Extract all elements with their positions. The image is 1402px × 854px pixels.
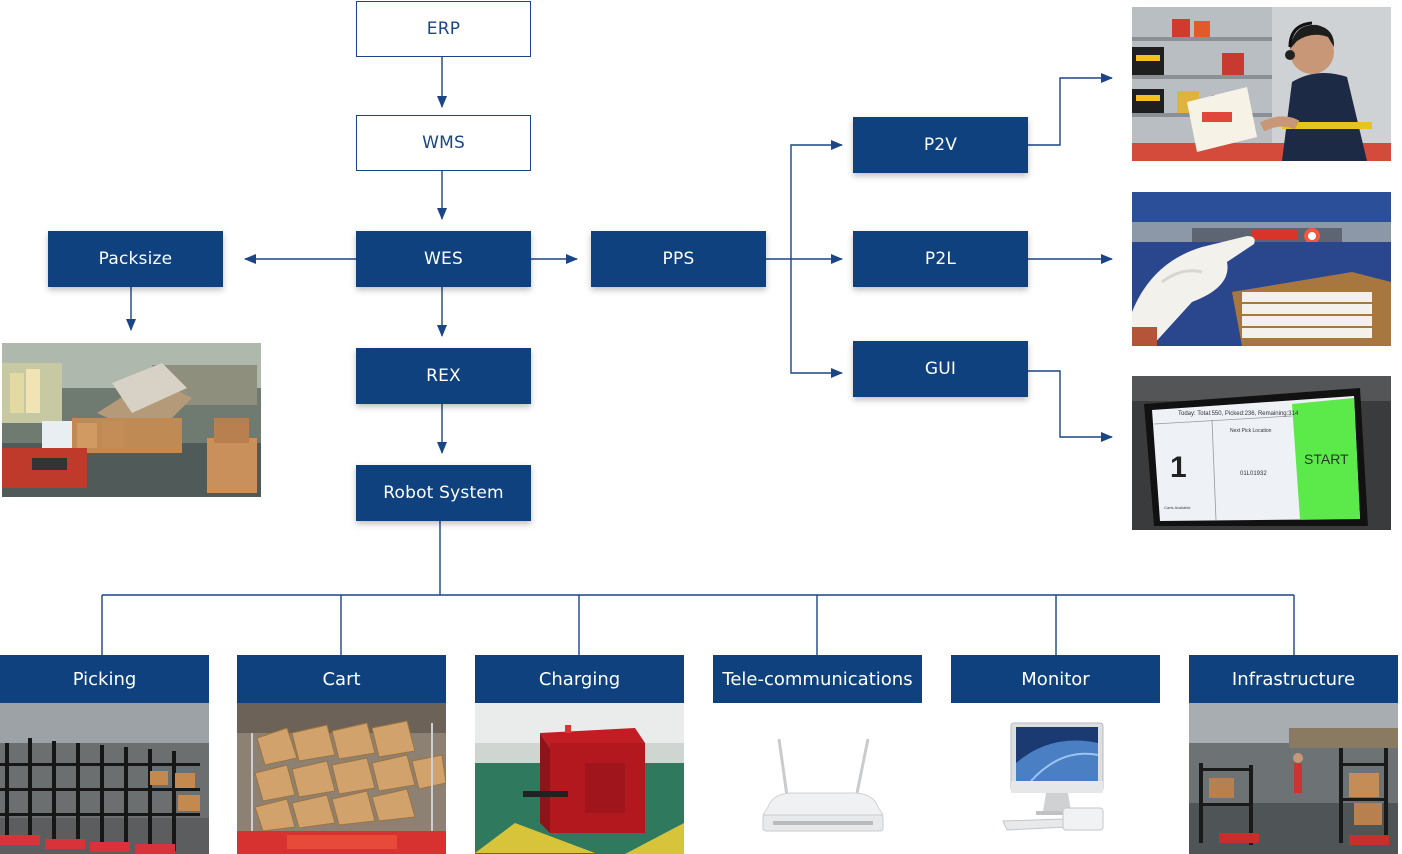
gui-screen-photo: Today: Total:550, Picked:236, Remaining:…	[1132, 376, 1391, 530]
gui-screen-start: START	[1304, 451, 1349, 467]
wes-node: WES	[356, 231, 531, 287]
picking-robots-photo	[0, 703, 209, 854]
subsystem-card-monitor: Monitor	[951, 655, 1160, 854]
gui-screen-footer: Carts Available	[1164, 505, 1191, 510]
subsystem-label-infrastructure: Infrastructure	[1189, 655, 1398, 703]
gui-label: GUI	[924, 359, 957, 379]
arrow-p2v-photo	[1028, 73, 1113, 146]
subsystem-card-cart: Cart	[237, 655, 446, 854]
gui-node: GUI	[853, 341, 1028, 397]
arrow-gui-photo	[1028, 370, 1113, 442]
subsystem-label-picking: Picking	[0, 655, 209, 703]
robot-system-node: Robot System	[356, 465, 531, 521]
cart-photo	[237, 703, 446, 854]
subsystem-card-telecom: Tele-communications	[713, 655, 922, 854]
wms-label: WMS	[422, 133, 465, 153]
subsystem-card-picking: Picking	[0, 655, 209, 854]
p2l-label: P2L	[924, 249, 957, 269]
pps-node: PPS	[591, 231, 766, 287]
packsize-label: Packsize	[98, 249, 173, 269]
packaging-machine-photo	[2, 343, 261, 497]
subsystem-label-monitor: Monitor	[951, 655, 1160, 703]
p2v-node: P2V	[853, 117, 1028, 173]
pick-to-light-photo	[1132, 192, 1391, 346]
gui-screen-header: Today: Total:550, Picked:236, Remaining:…	[1178, 411, 1299, 417]
erp-label: ERP	[426, 19, 461, 39]
charging-station-photo	[475, 703, 684, 854]
arrow-pps-gui	[790, 259, 843, 378]
subsystem-label-charging: Charging	[475, 655, 684, 703]
rex-label: REX	[426, 366, 461, 386]
rex-node: REX	[356, 348, 531, 404]
robot-system-label: Robot System	[383, 483, 504, 503]
subsystem-label-telecom: Tele-communications	[713, 655, 922, 703]
erp-node: ERP	[356, 1, 531, 57]
wifi-router-photo	[713, 703, 922, 854]
gui-screen-count: 1	[1170, 451, 1187, 484]
p2v-label: P2V	[923, 135, 958, 155]
subsystem-card-charging: Charging	[475, 655, 684, 854]
voice-picking-operator-photo	[1132, 7, 1391, 161]
gui-screen-location: 01L01932	[1240, 471, 1267, 477]
gui-screen-next-pick: Next Pick Location	[1230, 428, 1272, 434]
packsize-node: Packsize	[48, 231, 223, 287]
warehouse-infrastructure-photo	[1189, 703, 1398, 854]
subsystem-card-infrastructure: Infrastructure	[1189, 655, 1398, 854]
p2l-node: P2L	[853, 231, 1028, 287]
wms-node: WMS	[356, 115, 531, 171]
computer-monitor-photo	[951, 703, 1160, 854]
subsystem-label-cart: Cart	[237, 655, 446, 703]
wes-label: WES	[424, 249, 463, 269]
pps-label: PPS	[662, 249, 695, 269]
arrow-pps-p2v	[790, 140, 843, 259]
